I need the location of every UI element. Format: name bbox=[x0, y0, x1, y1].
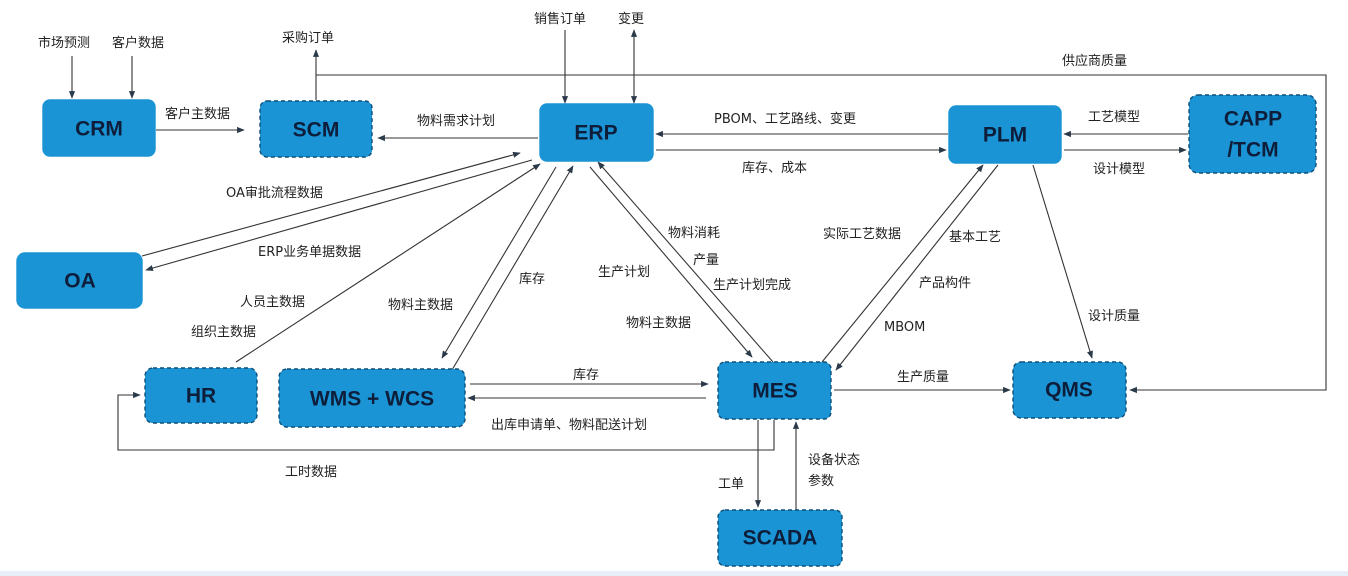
node-hr-label: HR bbox=[186, 385, 216, 408]
node-plm-label: PLM bbox=[983, 124, 1027, 147]
edge-wms-erp bbox=[451, 165, 574, 371]
node-oa-label: OA bbox=[64, 270, 96, 293]
node-scada-label: SCADA bbox=[743, 527, 818, 550]
label-actual-process-data: 实际工艺数据 bbox=[823, 227, 901, 242]
label-material-master-wms: 物料主数据 bbox=[388, 298, 453, 313]
label-inventory-mes: 库存 bbox=[573, 367, 599, 383]
node-capp-tcm[interactable]: CAPP /TCM bbox=[1188, 94, 1317, 174]
label-supplier-quality: 供应商质量 bbox=[1062, 53, 1127, 69]
label-work-hours: 工时数据 bbox=[285, 465, 337, 480]
node-oa[interactable]: OA bbox=[16, 252, 143, 309]
label-org-master: 组织主数据 bbox=[191, 325, 256, 340]
label-oa-approval: OA审批流程数据 bbox=[226, 186, 323, 201]
label-mbom: MBOM bbox=[884, 320, 925, 335]
label-outbound-request: 出库申请单、物料配送计划 bbox=[491, 417, 647, 433]
edge-plm-mes bbox=[835, 164, 999, 371]
label-change: 变更 bbox=[618, 11, 644, 27]
edge-erp-oa bbox=[145, 159, 533, 272]
label-process-model: 工艺模型 bbox=[1088, 110, 1140, 125]
node-capp-label-line1: CAPP bbox=[1224, 108, 1282, 131]
label-product-components: 产品构件 bbox=[919, 276, 971, 291]
label-pbom-routing-change: PBOM、工艺路线、变更 bbox=[714, 111, 856, 127]
label-material-master-mes: 物料主数据 bbox=[626, 316, 691, 331]
label-production-quality: 生产质量 bbox=[897, 370, 949, 385]
label-customer-master: 客户主数据 bbox=[165, 106, 230, 122]
label-personnel-master: 人员主数据 bbox=[240, 295, 305, 310]
edge-mes-plm bbox=[821, 164, 984, 363]
label-output: 产量 bbox=[693, 253, 719, 268]
label-design-model: 设计模型 bbox=[1093, 162, 1145, 177]
label-equipment-status: 设备状态 bbox=[808, 452, 860, 468]
edge-erp-mes bbox=[589, 166, 753, 358]
edge-scm-qms-supplier-quality bbox=[316, 74, 1327, 394]
edge-hr-erp bbox=[235, 163, 541, 363]
label-sales-order: 销售订单 bbox=[534, 11, 586, 27]
node-hr[interactable]: HR bbox=[144, 367, 258, 424]
label-basic-process: 基本工艺 bbox=[949, 230, 1001, 245]
edges bbox=[68, 29, 1327, 510]
label-market-forecast: 市场预测 bbox=[38, 35, 90, 51]
label-equipment-params: 参数 bbox=[808, 473, 834, 489]
label-production-plan-done: 生产计划完成 bbox=[713, 278, 791, 293]
label-work-order: 工单 bbox=[718, 477, 744, 492]
node-erp[interactable]: ERP bbox=[539, 103, 654, 162]
edge-erp-wms bbox=[441, 166, 557, 359]
node-qms[interactable]: QMS bbox=[1012, 361, 1127, 419]
label-production-plan: 生产计划 bbox=[598, 265, 650, 280]
node-wms-label: WMS + WCS bbox=[310, 388, 434, 411]
label-material-consumption: 物料消耗 bbox=[668, 226, 720, 241]
label-material-requirement-plan: 物料需求计划 bbox=[417, 114, 495, 129]
node-mes-label: MES bbox=[752, 380, 798, 403]
node-scm-label: SCM bbox=[293, 119, 340, 142]
node-mes[interactable]: MES bbox=[717, 361, 832, 420]
label-design-quality: 设计质量 bbox=[1088, 309, 1140, 324]
node-scm[interactable]: SCM bbox=[259, 100, 373, 158]
edge-plm-qms bbox=[1032, 164, 1093, 359]
edge-oa-erp bbox=[141, 151, 521, 257]
label-inventory-wms: 库存 bbox=[519, 271, 545, 287]
node-crm-label: CRM bbox=[75, 118, 123, 141]
edge-mes-hr bbox=[117, 391, 775, 451]
node-scada[interactable]: SCADA bbox=[717, 509, 843, 567]
edge-labels: 市场预测 客户数据 客户主数据 采购订单 物料需求计划 销售订单 变更 供应商质… bbox=[38, 11, 1145, 492]
label-inventory-cost: 库存、成本 bbox=[742, 160, 807, 176]
label-purchase-order: 采购订单 bbox=[282, 30, 334, 46]
node-wms-wcs[interactable]: WMS + WCS bbox=[278, 368, 466, 428]
node-erp-label: ERP bbox=[574, 122, 617, 145]
edge-mes-erp bbox=[597, 161, 774, 363]
bottom-strip bbox=[0, 571, 1348, 576]
node-plm[interactable]: PLM bbox=[948, 105, 1062, 164]
node-capp-label-line2: /TCM bbox=[1227, 139, 1278, 162]
label-erp-business-docs: ERP业务单据数据 bbox=[258, 244, 361, 260]
label-customer-data: 客户数据 bbox=[112, 35, 164, 51]
node-qms-label: QMS bbox=[1045, 379, 1093, 402]
node-crm[interactable]: CRM bbox=[42, 99, 156, 157]
